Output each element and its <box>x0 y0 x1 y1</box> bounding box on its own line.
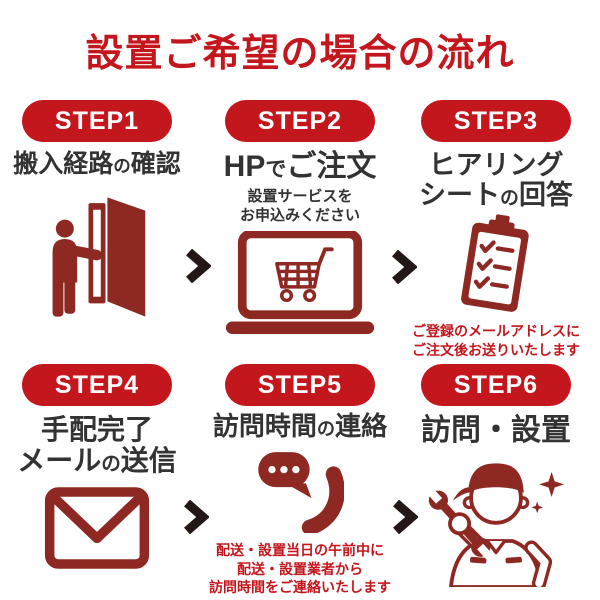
page-title: 設置ご希望の場合の流れ <box>85 33 515 75</box>
envelope-icon <box>44 487 150 569</box>
flow-arrow-icon <box>186 249 211 283</box>
step-6-heading: 訪問・設置 <box>421 414 571 447</box>
step-2-block: STEP2 HPでご注文 設置サービスを お申込みください <box>206 100 394 340</box>
sparkle-icon <box>531 501 543 513</box>
flow-arrow-icon <box>184 500 209 534</box>
step-5-heading: 訪問時間の連絡 <box>212 411 388 441</box>
step-4-block: STEP4 手配完了メールの送信 <box>8 364 186 574</box>
step-3-heading: ヒアリングシートの回答 <box>419 150 573 211</box>
step-4-badge: STEP4 <box>22 364 172 406</box>
step-2-badge: STEP2 <box>225 100 375 142</box>
step-5-block: STEP5 訪問時間の連絡 配送・設置当日の午前中に 配送・設置業者から 訪問時… <box>204 364 396 597</box>
sparkle-icon <box>539 471 565 497</box>
flow-arrow-icon <box>392 250 417 284</box>
step-4-heading: 手配完了メールの送信 <box>17 414 177 477</box>
person-opening-door-icon <box>52 197 146 317</box>
flow-arrow-icon <box>393 500 418 534</box>
step-5-note: 配送・設置当日の午前中に 配送・設置業者から 訪問時間をご連絡いたします <box>209 542 391 596</box>
service-worker-wrench-icon <box>427 462 565 590</box>
step-1-block: STEP1 搬入経路の確認 <box>8 100 186 327</box>
step-2-heading: HPでご注文 <box>223 150 377 183</box>
phone-chat-bubble-icon <box>258 452 345 536</box>
step-2-subtext: 設置サービスを お申込みください <box>239 187 360 224</box>
step-1-heading: 搬入経路の確認 <box>13 150 181 178</box>
step-6-block: STEP6 訪問・設置 <box>398 364 594 592</box>
laptop-shopping-cart-icon <box>225 229 375 334</box>
step-1-badge: STEP1 <box>22 100 172 142</box>
step-3-badge: STEP3 <box>421 100 571 142</box>
step-3-note: ご登録のメールアドレスに ご注文後お送りいたします <box>412 323 580 358</box>
step-6-badge: STEP6 <box>421 364 571 406</box>
checklist-clipboard-icon <box>461 214 529 313</box>
step-5-badge: STEP5 <box>225 364 375 406</box>
step-3-block: STEP3 ヒアリングシートの回答 ご登録のメールアドレスに ご注文後お送りいた… <box>398 100 594 359</box>
